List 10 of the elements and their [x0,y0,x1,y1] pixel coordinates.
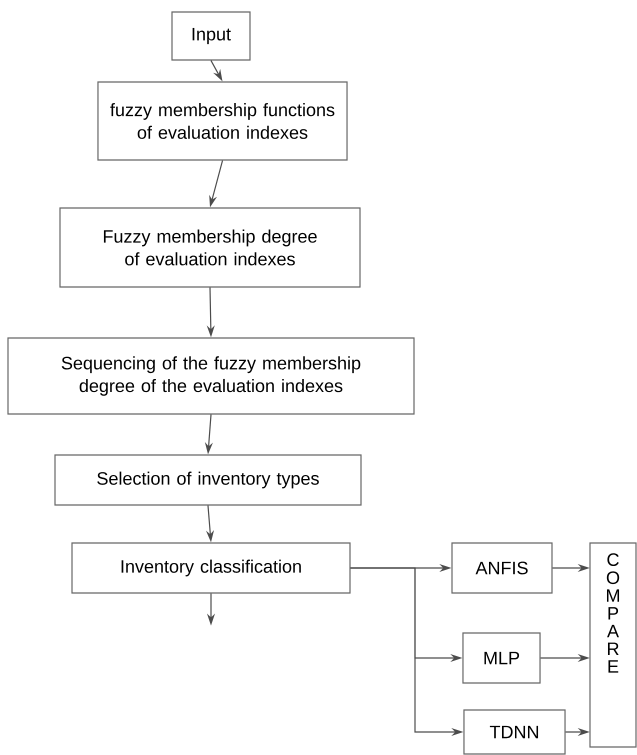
compare-box: COMPARE [589,542,637,748]
process-box: Fuzzy membership degree of evaluation indexes [59,207,361,288]
process-box: Inventory classification [71,542,351,594]
process-box: fuzzy membership functions of evaluation indexes [97,81,348,161]
process-box: MLP [462,632,541,684]
process-box: Selection of inventory types [54,454,362,506]
process-box: ANFIS [451,542,553,594]
process-box: TDNN [463,709,566,755]
process-box: Sequencing of the fuzzy membership degree of the evaluation indexes [7,337,415,415]
process-box: Input [171,11,251,61]
